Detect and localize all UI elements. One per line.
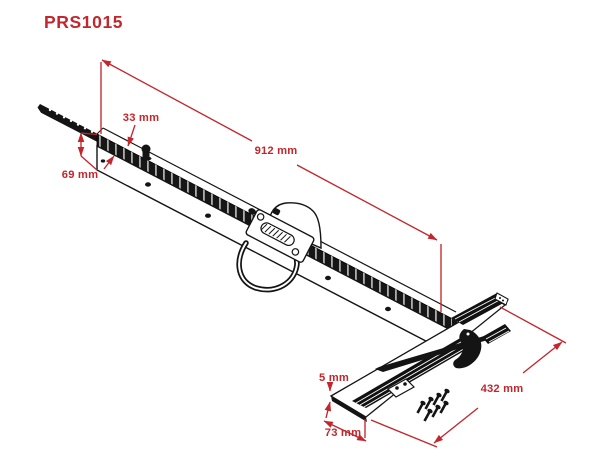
base-plate-edge [331, 396, 367, 422]
fence-face-holes [100, 159, 391, 312]
fence-face [96, 144, 453, 356]
dimension-plate-width: 73 mm [323, 419, 367, 442]
product-code: PRS1015 [44, 12, 124, 32]
mounting-screws [416, 388, 450, 422]
dimension-annotations: 912 mm 33 mm 69 mm 5 mm [62, 59, 567, 448]
dimension-carriage-length: 432 mm [370, 306, 567, 448]
bracket-plate-group [245, 207, 315, 263]
l-bracket [387, 378, 415, 398]
dimension-fence-length: 912 mm [100, 59, 442, 312]
dimension-label-432: 432 mm [481, 383, 524, 395]
far-track [451, 293, 509, 325]
dimension-track-width: 33 mm [103, 112, 159, 170]
base-carriage [329, 292, 511, 422]
clamp-plate [482, 324, 511, 344]
front-track [352, 337, 476, 408]
center-clamp-assembly [236, 202, 322, 293]
dimension-plate-thickness: 5 mm [319, 372, 349, 419]
dimension-label-5: 5 mm [319, 372, 349, 384]
dimension-label-912: 912 mm [255, 145, 298, 157]
dimension-label-33: 33 mm [123, 112, 159, 124]
dimension-label-73: 73 mm [325, 427, 361, 439]
track-end-cap [494, 292, 509, 306]
dimension-label-69: 69 mm [62, 169, 98, 181]
cam-lever [453, 329, 482, 369]
stop-indicator-knob [140, 144, 152, 161]
dimension-fence-height: 69 mm [62, 132, 98, 181]
